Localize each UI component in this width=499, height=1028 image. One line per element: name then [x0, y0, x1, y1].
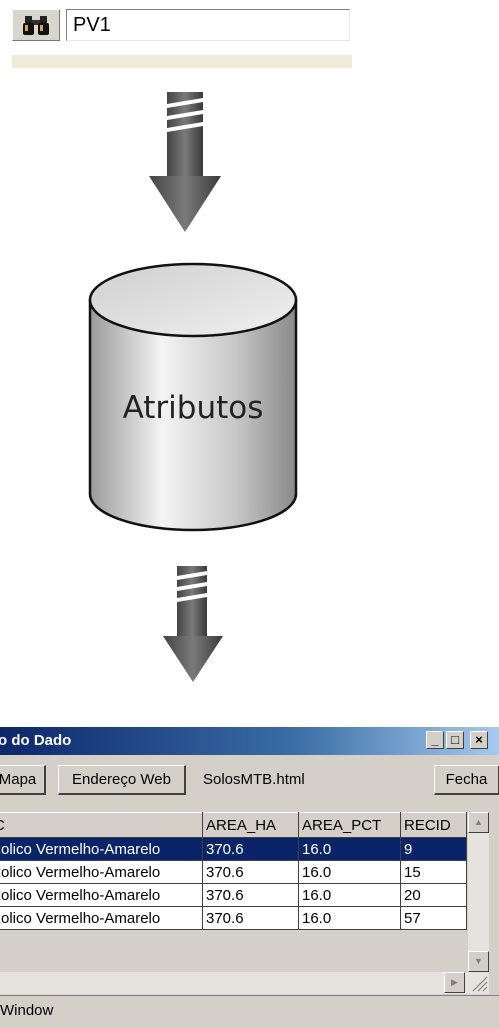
table-cell[interactable]: zolico Vermelho-Amarelo	[0, 860, 203, 884]
status-text: Window	[0, 1002, 54, 1019]
database-label: Atributos	[122, 390, 264, 426]
table-cell[interactable]: 16.0	[298, 906, 401, 930]
table-cell[interactable]: 16.0	[298, 860, 401, 884]
table-cell[interactable]: 15	[400, 860, 467, 884]
table-row[interactable]: zolico Vermelho-Amarelo 370.6 16.0 57	[0, 906, 467, 930]
resize-grip-icon[interactable]	[470, 974, 488, 992]
table-row[interactable]: zolico Vermelho-Amarelo 370.6 16.0 15	[0, 860, 467, 884]
web-address-button[interactable]: Endereço Web	[58, 765, 186, 795]
maximize-button[interactable]: □	[446, 731, 464, 749]
url-text: SolosMTB.html	[203, 771, 305, 788]
vertical-scrollbar[interactable]: ▲ ▼	[468, 812, 489, 972]
table-header-row: C AREA_HA AREA_PCT RECID	[0, 812, 467, 838]
column-header[interactable]: AREA_PCT	[298, 812, 401, 838]
close-button[interactable]: ×	[470, 731, 488, 749]
database-icon	[88, 262, 298, 532]
search-bar-strip	[12, 55, 352, 68]
search-input[interactable]	[66, 9, 350, 41]
map-button[interactable]: Mapa	[0, 765, 46, 795]
table-cell[interactable]: 370.6	[202, 883, 299, 907]
table-cell[interactable]: 370.6	[202, 860, 299, 884]
table-row[interactable]: zolico Vermelho-Amarelo 370.6 16.0 20	[0, 883, 467, 907]
down-arrow-icon	[163, 566, 223, 682]
scroll-down-icon[interactable]: ▼	[468, 951, 489, 972]
horizontal-scrollbar[interactable]: ▶	[0, 972, 489, 994]
table-cell[interactable]: 20	[400, 883, 467, 907]
table-cell[interactable]: 370.6	[202, 837, 299, 861]
down-arrow-icon	[149, 92, 221, 232]
close-data-button[interactable]: Fecha	[434, 765, 499, 795]
table-cell[interactable]: 16.0	[298, 883, 401, 907]
table-cell[interactable]: zolico Vermelho-Amarelo	[0, 883, 203, 907]
database-cylinder: Atributos	[88, 262, 298, 532]
table-cell[interactable]: 57	[400, 906, 467, 930]
minimize-button[interactable]: _	[426, 731, 444, 749]
table-row[interactable]: zolico Vermelho-Amarelo 370.6 16.0 9	[0, 837, 467, 861]
table-cell[interactable]: 370.6	[202, 906, 299, 930]
binoculars-icon	[23, 16, 49, 35]
table-cell[interactable]: zolico Vermelho-Amarelo	[0, 906, 203, 930]
data-window: o do Dado _ □ × Mapa Endereço Web SolosM…	[0, 727, 499, 1028]
column-header[interactable]: C	[0, 812, 203, 838]
column-header[interactable]: AREA_HA	[202, 812, 299, 838]
scroll-right-icon[interactable]: ▶	[444, 972, 465, 993]
table-cell[interactable]: 16.0	[298, 837, 401, 861]
find-button[interactable]	[12, 9, 60, 41]
table-cell[interactable]: 9	[400, 837, 467, 861]
window-titlebar[interactable]: o do Dado _ □ ×	[0, 727, 499, 755]
window-title: o do Dado	[0, 732, 72, 749]
status-bar: Window	[0, 995, 499, 1028]
attribute-table: C AREA_HA AREA_PCT RECID zolico Vermelho…	[0, 812, 467, 930]
attribute-grid: C AREA_HA AREA_PCT RECID zolico Vermelho…	[0, 812, 468, 994]
table-cell[interactable]: zolico Vermelho-Amarelo	[0, 837, 203, 861]
scroll-up-icon[interactable]: ▲	[468, 812, 489, 833]
column-header[interactable]: RECID	[400, 812, 467, 838]
search-bar	[0, 0, 499, 70]
